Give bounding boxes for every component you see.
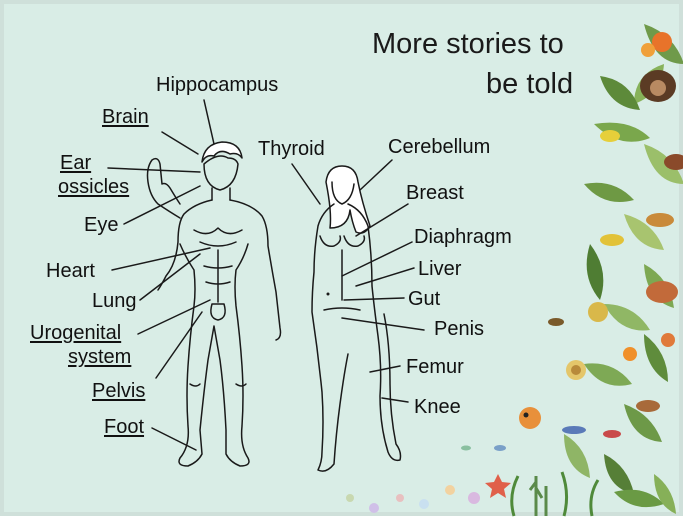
bird-decoration bbox=[636, 400, 660, 412]
male-abdomen bbox=[204, 250, 232, 302]
snail-shell-decoration bbox=[571, 365, 581, 375]
label-gut: Gut bbox=[408, 288, 440, 310]
shell-decoration bbox=[396, 494, 404, 502]
line-femur bbox=[370, 366, 400, 372]
label-system: system bbox=[68, 346, 131, 368]
shell-decoration bbox=[468, 492, 480, 504]
female-breasts bbox=[320, 236, 364, 246]
label-heart: Heart bbox=[46, 260, 95, 282]
label-hippocampus: Hippocampus bbox=[156, 74, 278, 96]
starfish-decoration bbox=[485, 474, 511, 498]
line-knee bbox=[382, 398, 408, 402]
leaf-decoration bbox=[584, 183, 634, 202]
leaf-decoration bbox=[587, 244, 604, 300]
line-brain bbox=[162, 132, 198, 154]
label-cerebellum: Cerebellum bbox=[388, 136, 490, 158]
gut-dot bbox=[327, 293, 330, 296]
diagram-art bbox=[4, 4, 683, 520]
leaf-decoration bbox=[614, 490, 664, 507]
leaf-decoration bbox=[584, 363, 632, 385]
label-penis: Penis bbox=[434, 318, 484, 340]
coral-decoration bbox=[530, 476, 546, 516]
label-diaphragm: Diaphragm bbox=[414, 226, 512, 248]
line-heart bbox=[112, 248, 210, 270]
female-figure bbox=[312, 166, 401, 471]
shell-decoration bbox=[419, 499, 429, 509]
fish-decoration bbox=[603, 430, 621, 438]
flower-decoration bbox=[661, 333, 675, 347]
line-cerebellum bbox=[360, 160, 392, 190]
line-gut bbox=[344, 298, 404, 300]
line-eye bbox=[124, 186, 200, 224]
label-lung: Lung bbox=[92, 290, 137, 312]
bird-decoration bbox=[600, 234, 624, 246]
label-ear: Ear bbox=[60, 152, 91, 174]
line-liver bbox=[356, 268, 414, 286]
leaf-decoration bbox=[604, 454, 634, 494]
leaf-decoration bbox=[600, 76, 640, 110]
male-figure bbox=[148, 142, 281, 466]
line-hippocampus bbox=[204, 100, 214, 144]
male-chest bbox=[194, 228, 242, 246]
male-genitals bbox=[211, 304, 225, 320]
title-line-2: be told bbox=[486, 68, 573, 101]
shell-decoration bbox=[445, 485, 455, 495]
label-femur: Femur bbox=[406, 356, 464, 378]
male-torso-outline bbox=[158, 200, 281, 466]
line-diaphragm bbox=[342, 242, 412, 276]
leaf-decoration bbox=[604, 304, 650, 330]
line-foot bbox=[152, 428, 196, 450]
female-abdomen bbox=[324, 250, 360, 310]
line-ear bbox=[108, 168, 200, 172]
male-knees bbox=[190, 384, 246, 386]
title-line-1: More stories to bbox=[372, 28, 564, 61]
leaf-decoration bbox=[654, 474, 676, 514]
turtle-decoration bbox=[646, 281, 678, 303]
label-breast: Breast bbox=[406, 182, 464, 204]
shell-decoration bbox=[346, 494, 354, 502]
shell-decoration bbox=[369, 503, 379, 513]
label-foot: Foot bbox=[104, 416, 144, 438]
label-liver: Liver bbox=[418, 258, 461, 280]
line-penis bbox=[342, 318, 424, 330]
fruit-decoration bbox=[641, 43, 655, 57]
monkey-face-decoration bbox=[650, 80, 666, 96]
male-head bbox=[204, 156, 238, 190]
fruit-decoration bbox=[623, 347, 637, 361]
label-knee: Knee bbox=[414, 396, 461, 418]
line-lung bbox=[140, 254, 200, 300]
label-pelvis: Pelvis bbox=[92, 380, 145, 402]
line-thyroid bbox=[292, 164, 320, 204]
flower-decoration bbox=[588, 302, 608, 322]
fish-decoration bbox=[494, 445, 506, 451]
male-hair bbox=[202, 142, 242, 162]
seaweed-decoration bbox=[512, 472, 598, 516]
fruit-decoration bbox=[652, 32, 672, 52]
fish-decoration bbox=[519, 407, 541, 429]
bird-decoration bbox=[600, 130, 620, 142]
label-brain: Brain bbox=[102, 106, 149, 128]
fish-decoration bbox=[461, 446, 471, 451]
label-eye: Eye bbox=[84, 214, 118, 236]
fish-eye-decoration bbox=[524, 413, 529, 418]
insect-decoration bbox=[548, 318, 564, 326]
label-urogenital: Urogenital bbox=[30, 322, 121, 344]
leaf-decoration bbox=[564, 434, 590, 478]
label-ossicles: ossicles bbox=[58, 176, 129, 198]
label-thyroid: Thyroid bbox=[258, 138, 325, 160]
fish-decoration bbox=[562, 426, 586, 434]
bird-decoration bbox=[646, 213, 674, 227]
